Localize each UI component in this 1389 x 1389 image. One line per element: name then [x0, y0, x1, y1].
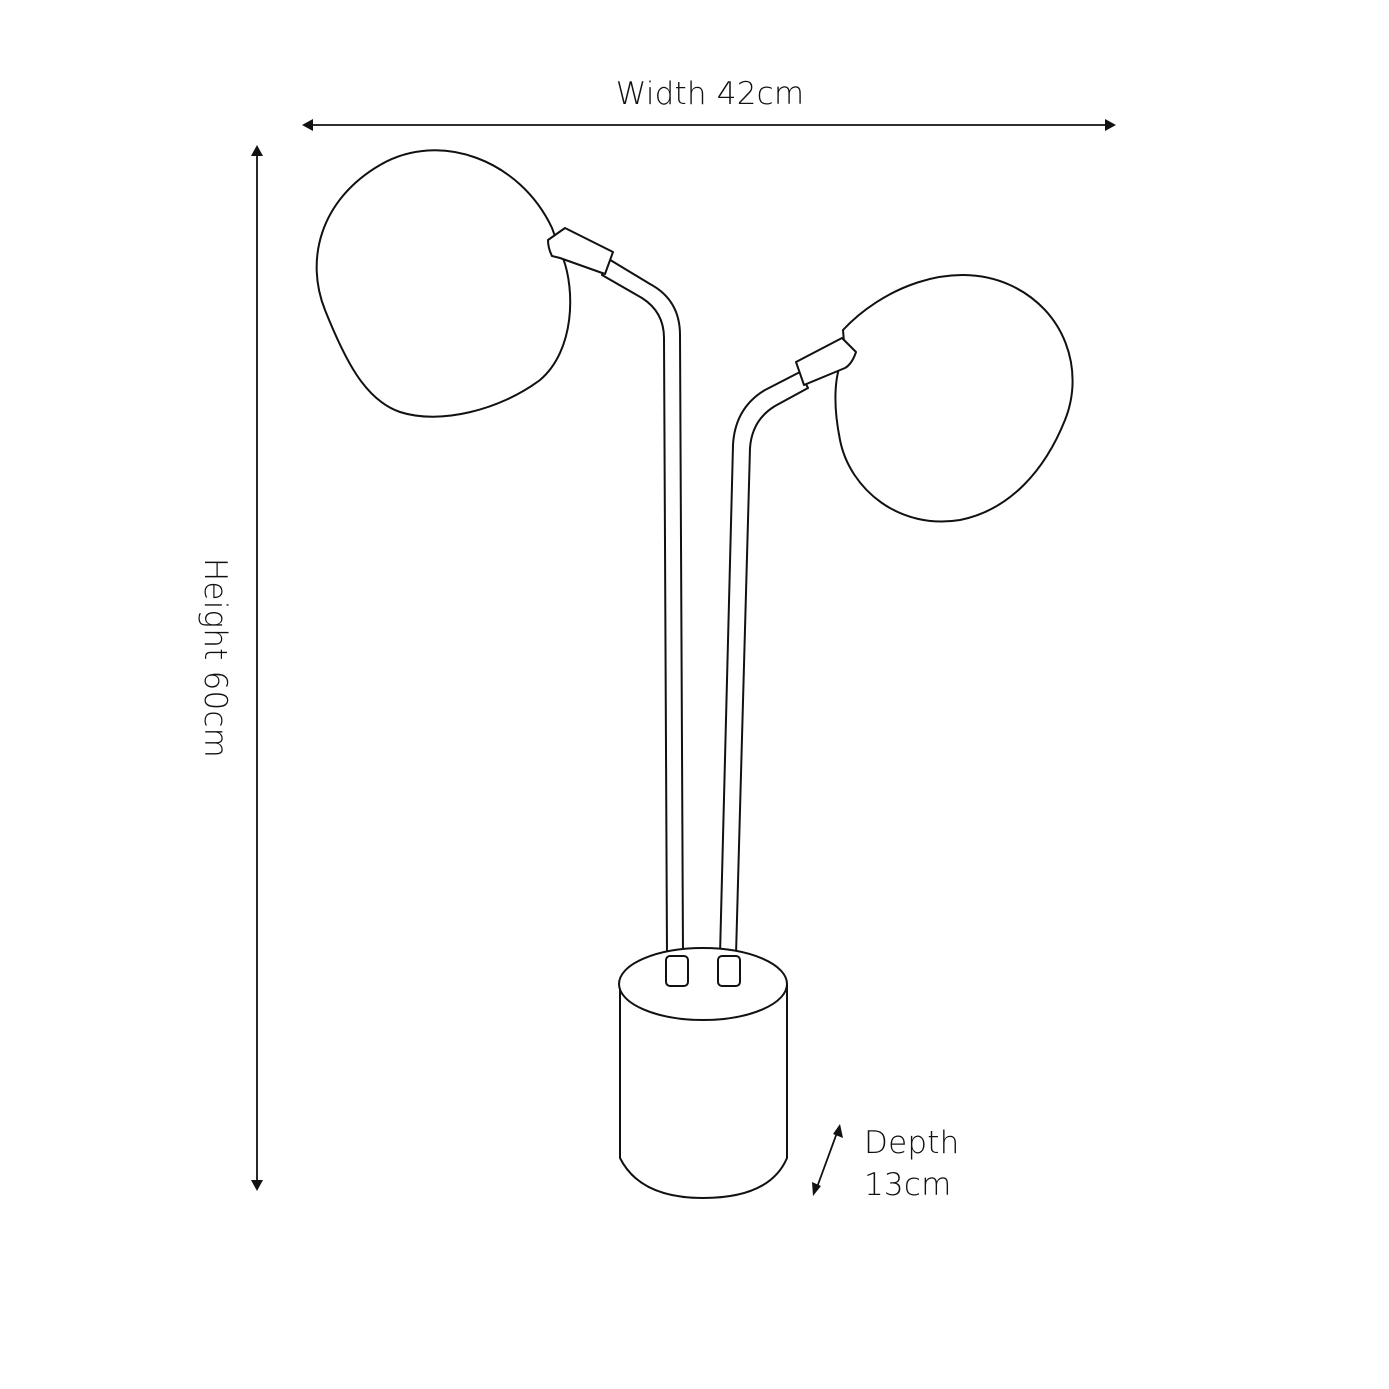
depth-label: Depth 13cm: [864, 1122, 959, 1206]
cylindrical-base: [618, 947, 788, 1199]
left-globe-shade: [315, 149, 572, 418]
width-label: Width 42cm: [615, 76, 805, 112]
left-socket: [547, 227, 614, 275]
right-socket: [795, 337, 857, 386]
width-dimension-arrow: [302, 119, 1116, 131]
left-arm: [601, 257, 684, 956]
right-globe-shade: [834, 274, 1074, 523]
depth-label-value: 13cm: [864, 1167, 952, 1203]
height-dimension-arrow: [251, 145, 263, 1191]
depth-dimension-arrow: [812, 1124, 843, 1196]
depth-label-title: Depth: [864, 1125, 960, 1161]
right-arm: [719, 371, 809, 956]
height-label: Height 60cm: [197, 557, 233, 759]
